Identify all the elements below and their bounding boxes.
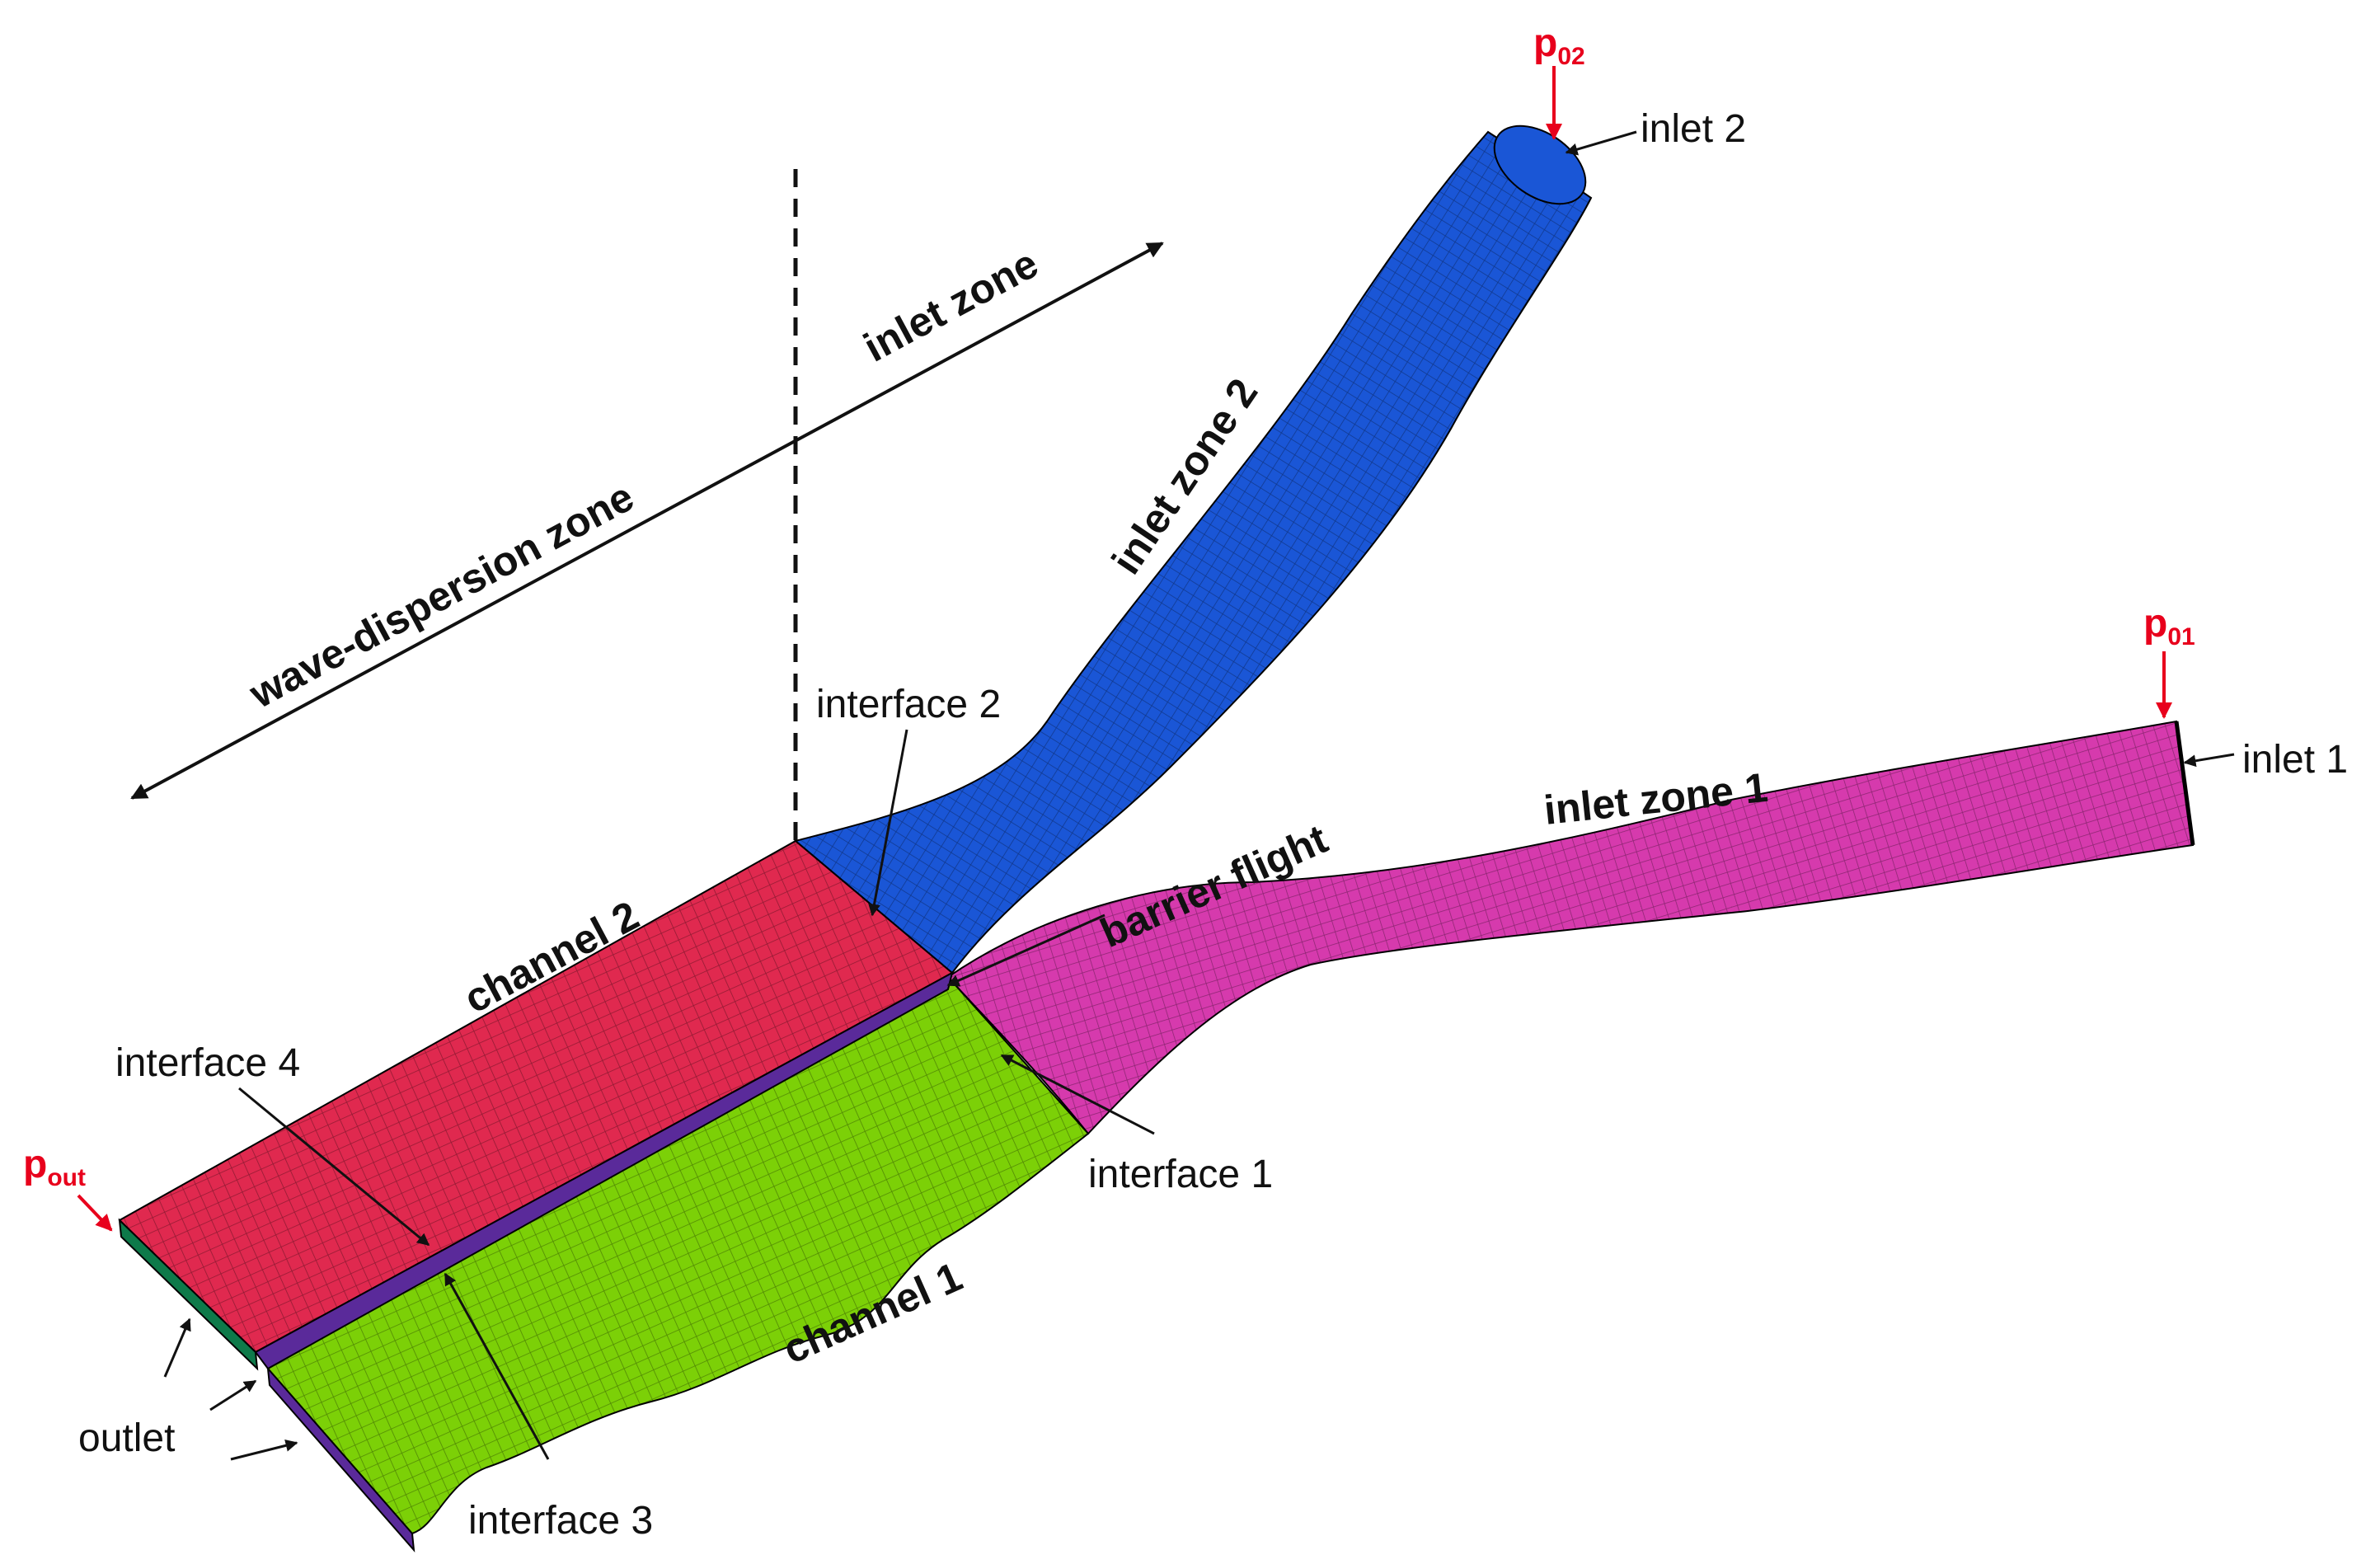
- pout-arrow: [77, 1194, 113, 1232]
- interface-2-pointer: [868, 729, 908, 917]
- wave-dispersion-zone-label: wave-dispersion zone: [242, 473, 641, 717]
- interface-1-pointer: [1000, 1054, 1155, 1135]
- outlet-face-channel-2: [118, 1218, 259, 1371]
- barrier-flight-pointer: [946, 914, 1106, 987]
- outlet-pointer-3: [230, 1439, 298, 1461]
- outlet-pointer-2: [209, 1379, 257, 1411]
- outlet-pointer-1: [163, 1317, 191, 1378]
- inlet-2-label: inlet 2: [1641, 107, 1746, 151]
- inlet-1-pointer: [2183, 753, 2235, 768]
- interface-4-pointer: [238, 1087, 430, 1247]
- inlet-1-face: [2174, 721, 2195, 846]
- channel-1-mesh: [268, 977, 1088, 1533]
- pout-label: pout: [23, 1143, 86, 1191]
- outlet-label: outlet: [78, 1416, 175, 1460]
- inlet-zone-2-mesh: [796, 132, 1591, 973]
- interface-3-label: interface 3: [468, 1499, 653, 1543]
- channel-2-mesh: [120, 841, 952, 1352]
- p02-label: p02: [1533, 21, 1585, 70]
- inlet-2-pointer: [1565, 130, 1637, 156]
- interface-4-label: interface 4: [115, 1041, 300, 1085]
- zone-double-arrow: [130, 242, 1164, 800]
- inlet-zone-label: inlet zone: [857, 240, 1046, 371]
- interface-3-pointer: [444, 1272, 550, 1460]
- p01-label: p01: [2143, 602, 2195, 650]
- inlet-1-label: inlet 1: [2242, 738, 2348, 782]
- barrier-flight-strip: [254, 971, 954, 1370]
- interface-2-label: interface 2: [816, 683, 1001, 726]
- outlet-face-channel-1: [266, 1365, 415, 1553]
- interface-1-label: interface 1: [1088, 1153, 1273, 1196]
- inlet-zone-1-mesh: [948, 721, 2193, 1134]
